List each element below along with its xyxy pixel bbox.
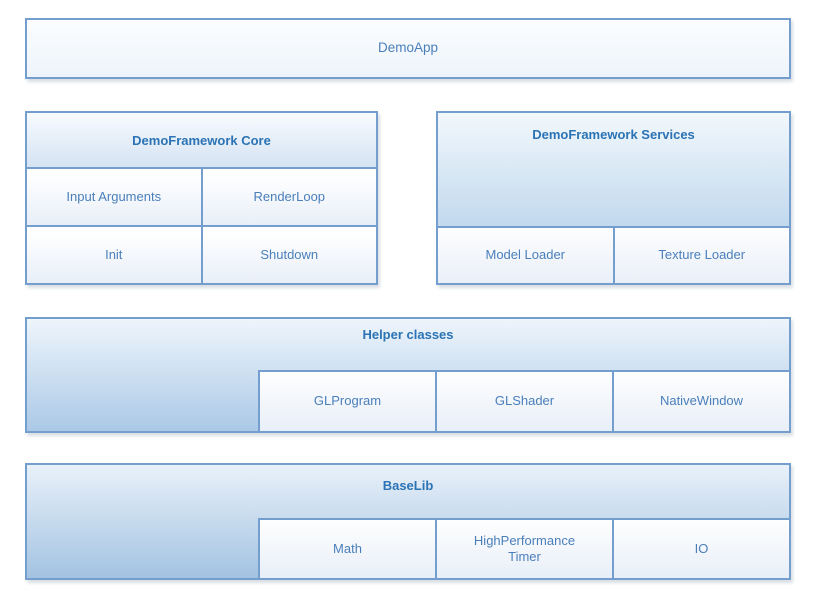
core-cell-input-arguments: Input Arguments xyxy=(27,169,201,225)
core-row-1: Input Arguments RenderLoop xyxy=(27,169,376,225)
helper-cell-glshader: GLShader xyxy=(435,372,612,431)
helper-cells-strip: GLProgram GLShader NativeWindow xyxy=(258,370,791,433)
helper-classes-box: Helper classes GLProgram GLShader Native… xyxy=(25,317,791,433)
demoapp-box: DemoApp xyxy=(25,18,791,79)
cell-label: IO xyxy=(694,540,709,556)
services-cell-texture-loader: Texture Loader xyxy=(612,228,789,283)
demoframework-services-box: DemoFramework Services Model Loader Text… xyxy=(436,111,791,285)
helper-cell-glprogram: GLProgram xyxy=(260,372,435,431)
demoframework-services-header: DemoFramework Services xyxy=(438,113,789,226)
cell-label: Shutdown xyxy=(260,246,319,262)
core-cell-renderloop: RenderLoop xyxy=(200,169,376,225)
helper-classes-title: Helper classes xyxy=(362,327,454,342)
demoframework-core-header: DemoFramework Core xyxy=(27,113,376,169)
cell-label: Math xyxy=(333,540,362,556)
cell-label: Init xyxy=(105,246,123,262)
core-cell-init: Init xyxy=(27,227,201,283)
demoframework-services-title: DemoFramework Services xyxy=(532,127,695,142)
cell-label: NativeWindow xyxy=(659,393,744,409)
baselib-cell-io: IO xyxy=(612,520,789,578)
demoframework-core-title: DemoFramework Core xyxy=(132,132,271,148)
baselib-cell-highperformance-timer: HighPerformance Timer xyxy=(435,520,612,578)
services-cell-model-loader: Model Loader xyxy=(438,228,613,283)
core-row-2: Init Shutdown xyxy=(27,225,376,283)
services-row: Model Loader Texture Loader xyxy=(438,226,789,283)
cell-label: RenderLoop xyxy=(253,188,326,204)
baselib-box: BaseLib Math HighPerformance Timer IO xyxy=(25,463,791,580)
cell-label: Model Loader xyxy=(485,247,566,263)
cell-label: Texture Loader xyxy=(658,247,746,263)
cell-label: GLProgram xyxy=(313,393,382,409)
demoapp-label: DemoApp xyxy=(377,40,439,56)
demoframework-core-box: DemoFramework Core Input Arguments Rende… xyxy=(25,111,378,285)
core-cell-shutdown: Shutdown xyxy=(200,227,376,283)
cell-label: HighPerformance Timer xyxy=(473,532,576,564)
cell-label: GLShader xyxy=(494,393,555,409)
baselib-cell-math: Math xyxy=(260,520,435,578)
cell-label: Input Arguments xyxy=(66,188,162,204)
helper-cell-nativewindow: NativeWindow xyxy=(612,372,789,431)
baselib-cells-strip: Math HighPerformance Timer IO xyxy=(258,518,791,580)
baselib-title: BaseLib xyxy=(382,478,434,493)
